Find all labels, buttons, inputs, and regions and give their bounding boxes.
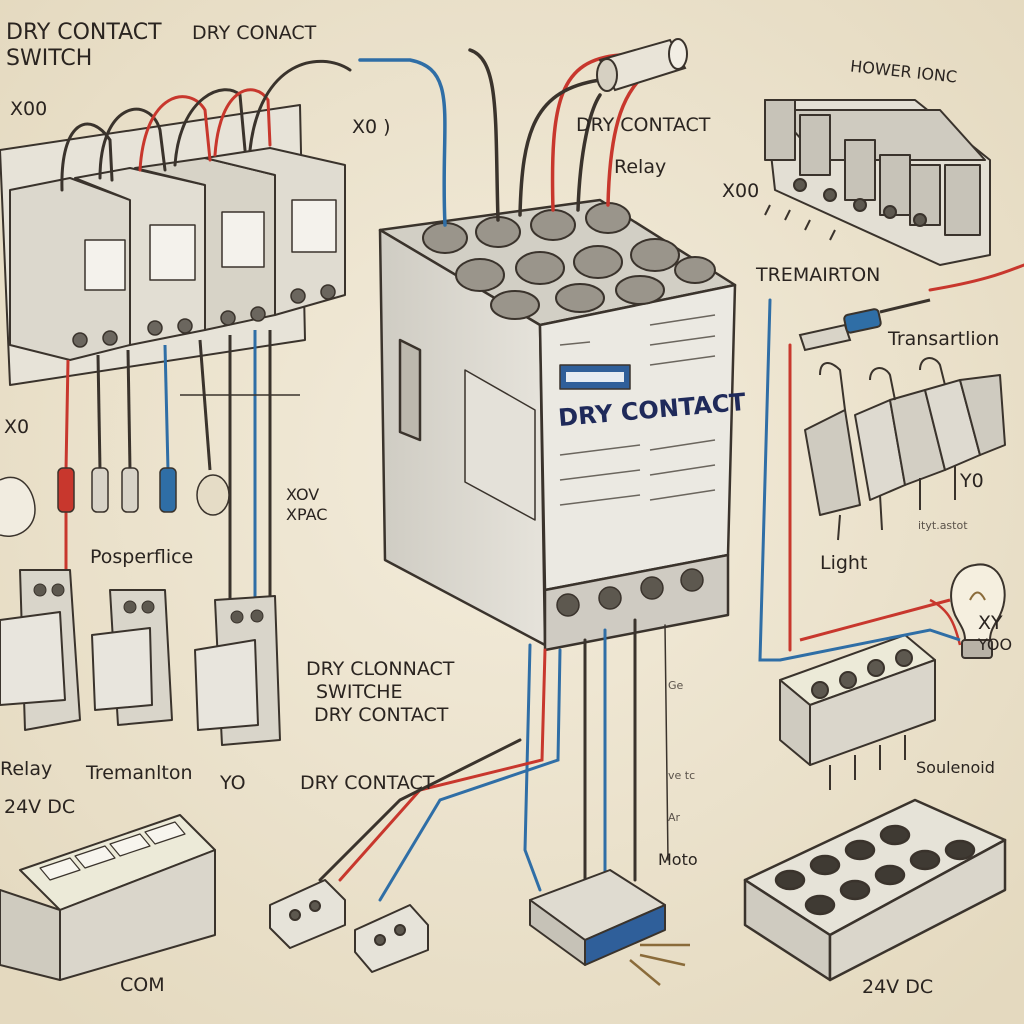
label-tremairton: TREMAIRTON — [756, 264, 881, 286]
label-faint-ar: Ar — [668, 811, 681, 824]
label-dry-contact-mid: DRY CONTACT — [314, 704, 449, 726]
label-switche: SWITCHE — [316, 681, 403, 703]
wires-left-hanging — [64, 330, 300, 620]
terminal-block-right-mid — [779, 634, 936, 790]
label-dry-contact-bottom: DRY CONTACT — [300, 772, 435, 794]
title-top-left: DRY CONTACT SWITCH — [6, 22, 162, 74]
label-dry-conact: DRY CONACT — [192, 22, 317, 44]
main-relay-top-terminals — [422, 202, 716, 320]
label-xov: XOV — [286, 485, 320, 504]
label-x00-left: X00 — [10, 98, 48, 120]
label-y0-right: Y0 — [960, 470, 984, 492]
terminal-block-bottom-left — [0, 814, 216, 981]
motor-module — [529, 869, 690, 986]
label-dry-contact-top: DRY CONTACT — [576, 114, 711, 136]
wires-top-left — [60, 59, 352, 192]
cylinder-component-top — [596, 38, 688, 92]
label-relay-bottom: Relay — [0, 758, 53, 780]
label-tremaniton: Tremanlton — [86, 762, 193, 784]
light-bulb — [929, 563, 1006, 659]
main-relay-bottom-terminals — [556, 568, 704, 617]
label-y0-bottom: YO — [220, 772, 246, 794]
label-x00-right: X00 — [722, 180, 760, 202]
relay-cluster-top-right — [764, 99, 991, 266]
label-transartion: Transartlion — [888, 328, 1000, 350]
label-group-dry-clonnact: DRY CLONNACT SWITCHE DRY CONTACT — [306, 660, 454, 729]
label-dry-clonnact: DRY CLONNACT — [306, 658, 455, 680]
label-24v-dc-right: 24V DC — [862, 976, 934, 998]
connectors-bottom-center — [269, 879, 429, 973]
label-xy: XY — [978, 612, 1003, 634]
label-faint-ge: Ge — [668, 679, 684, 692]
main-relay — [378, 198, 737, 652]
relay-group-right-middle — [804, 357, 1006, 541]
label-group-xov: XOV XPAC — [286, 487, 327, 527]
label-x0-top: X0 ) — [352, 116, 391, 138]
label-24v-dc-left: 24V DC — [4, 796, 76, 818]
label-y00: YOO — [978, 635, 1013, 654]
label-xpac: XPAC — [286, 505, 328, 524]
label-faint-ve-tc: ve tc — [668, 769, 696, 782]
label-posperfice: Posperflice — [90, 546, 194, 568]
label-dry-contact-top-left: DRY CONTACT — [6, 20, 162, 45]
label-faint-small-right: ityt.astot — [918, 519, 968, 532]
transistor-right — [758, 263, 1024, 662]
wires-right-bottom — [779, 598, 961, 662]
label-moto: Moto — [658, 850, 698, 869]
relay-bank-top-left — [0, 104, 346, 386]
terminal-block-bottom-right — [743, 798, 1007, 982]
wires-main-relay-bottom — [318, 618, 669, 902]
label-soulenoid: Soulenoid — [916, 758, 995, 777]
transistor-component — [798, 298, 931, 352]
label-light: Light — [820, 552, 868, 574]
wire-connectors-left — [0, 467, 230, 537]
main-relay-front — [538, 283, 737, 592]
label-x0-left-mid: X0 — [4, 416, 30, 438]
small-relays-left — [0, 569, 281, 746]
label-switch-top-left: SWITCH — [6, 46, 93, 71]
label-relay-top: Relay — [614, 156, 667, 178]
label-com: COM — [120, 974, 165, 996]
label-group-xy: XY YOO — [978, 614, 1012, 657]
